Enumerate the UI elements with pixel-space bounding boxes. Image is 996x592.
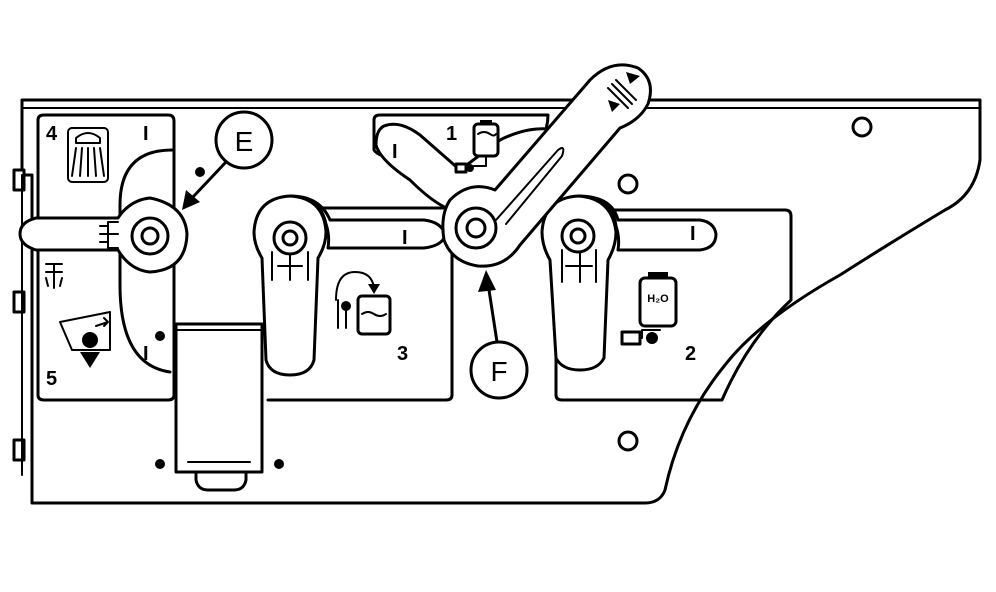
lever-2[interactable] bbox=[540, 194, 718, 372]
lever-3[interactable] bbox=[252, 194, 446, 377]
position-5-on-mark: I bbox=[143, 343, 149, 365]
bolt bbox=[274, 459, 284, 469]
twist-grip-icon bbox=[607, 72, 640, 112]
water-tank-supply-icon: H₂O bbox=[620, 272, 678, 346]
callout-f: F bbox=[469, 270, 529, 400]
svg-text:E: E bbox=[235, 126, 254, 157]
lever-f[interactable] bbox=[441, 63, 652, 268]
lever-track-left bbox=[118, 148, 174, 374]
plate-right bbox=[554, 208, 793, 402]
position-5-number: 5 bbox=[46, 368, 57, 390]
position-2-number: 2 bbox=[685, 343, 696, 365]
shower-icon bbox=[67, 127, 109, 183]
mounting-hole bbox=[617, 173, 639, 195]
drain-icon bbox=[59, 311, 111, 368]
position-1-on-mark: I bbox=[392, 141, 398, 163]
position-2-on-mark: I bbox=[690, 223, 696, 245]
lower-box bbox=[174, 322, 264, 492]
bolt bbox=[155, 459, 165, 469]
position-3-number: 3 bbox=[397, 343, 408, 365]
plate-left bbox=[36, 113, 176, 402]
position-3-on-mark: I bbox=[402, 227, 408, 249]
svg-text:H₂O: H₂O bbox=[647, 293, 669, 305]
side-brackets bbox=[12, 168, 26, 476]
bolt bbox=[155, 331, 165, 341]
mounting-hole bbox=[851, 116, 873, 138]
sprinkler-icon bbox=[45, 263, 63, 289]
bolt bbox=[195, 167, 205, 177]
lever-e[interactable] bbox=[18, 196, 189, 274]
position-4-number: 4 bbox=[46, 123, 58, 145]
position-1-number: 1 bbox=[446, 123, 457, 145]
position-4-on-mark: I bbox=[143, 123, 149, 145]
water-tank-fill-icon bbox=[454, 120, 500, 174]
recirculation-icon bbox=[335, 271, 392, 336]
callout-e: E bbox=[182, 110, 274, 210]
svg-text:F: F bbox=[490, 356, 507, 387]
mounting-hole bbox=[617, 430, 639, 452]
